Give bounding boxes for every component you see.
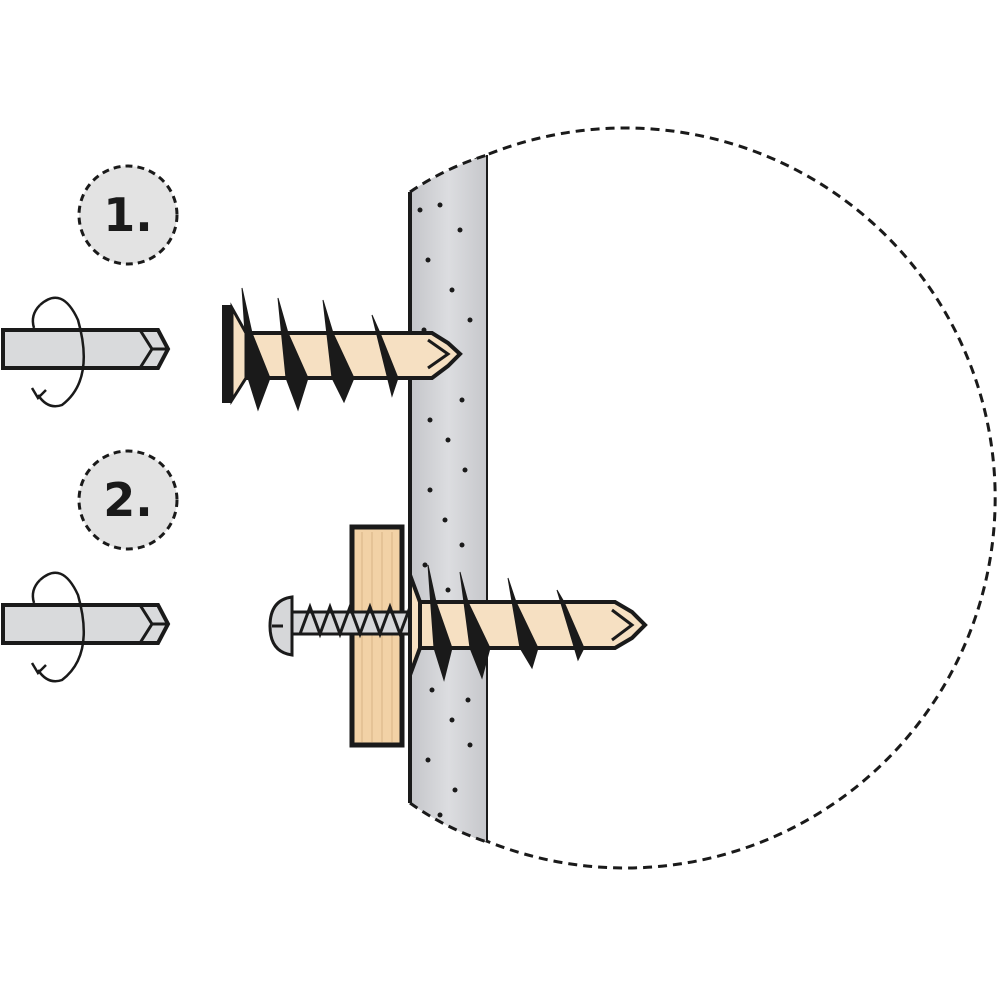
wall-speckle [467, 317, 473, 323]
screwdriver-bit-1 [1, 296, 171, 408]
drywall-anchor-1 [222, 287, 463, 412]
wall-speckle [425, 757, 431, 763]
wall-speckle [422, 562, 428, 568]
wall-speckle [437, 202, 443, 208]
detail-circle [409, 126, 997, 870]
drywall [408, 153, 488, 844]
wall-speckle [427, 487, 433, 493]
step-1-label: 1. [103, 188, 152, 242]
wall-speckle [429, 687, 435, 693]
step-2-badge: 2. [77, 449, 179, 551]
rotate-arrow-icon [30, 571, 85, 683]
wall-speckle [442, 517, 448, 523]
wall-speckle [459, 397, 465, 403]
screwdriver-bit-2 [1, 571, 171, 683]
rotate-arrow-icon [30, 296, 85, 408]
machine-screw [268, 595, 414, 657]
wall-speckle [465, 697, 471, 703]
wall-speckle [459, 542, 465, 548]
wall-speckle [457, 227, 463, 233]
wall-speckle [452, 787, 458, 793]
wall-speckle [425, 257, 431, 263]
wall-speckle [445, 437, 451, 443]
step-2-label: 2. [103, 473, 152, 527]
wall-speckle [467, 742, 473, 748]
wall-speckle [437, 812, 443, 818]
wall-speckle [427, 417, 433, 423]
wall-speckle [449, 287, 455, 293]
wall-speckle [417, 207, 423, 213]
wall-speckle [445, 587, 451, 593]
step-1-badge: 1. [77, 164, 179, 266]
wall-speckle [462, 467, 468, 473]
wall-speckle [449, 717, 455, 723]
drywall-anchor-2 [408, 564, 648, 682]
